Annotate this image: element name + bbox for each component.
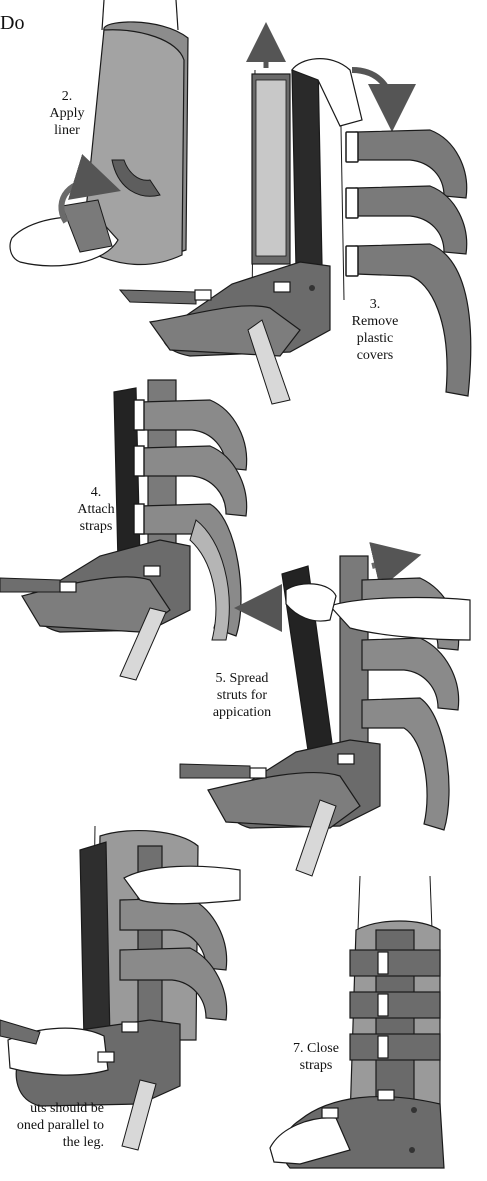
step-7-caption: 7. Close straps <box>282 1040 350 1074</box>
step-2-caption: 2. Apply liner <box>44 88 90 139</box>
step-2-illustration <box>10 0 188 266</box>
step-4-caption: 4. Attach straps <box>66 484 126 535</box>
step-6-caption: uts should be oned parallel to the leg. <box>0 1100 104 1151</box>
step-3-caption: 3. Remove plastic covers <box>340 296 410 364</box>
header-fragment: Do <box>0 12 24 34</box>
step-7-illustration <box>270 876 444 1168</box>
hand-step-6 <box>124 866 240 904</box>
step-5-caption: 5. Spread struts for appication <box>200 670 284 721</box>
